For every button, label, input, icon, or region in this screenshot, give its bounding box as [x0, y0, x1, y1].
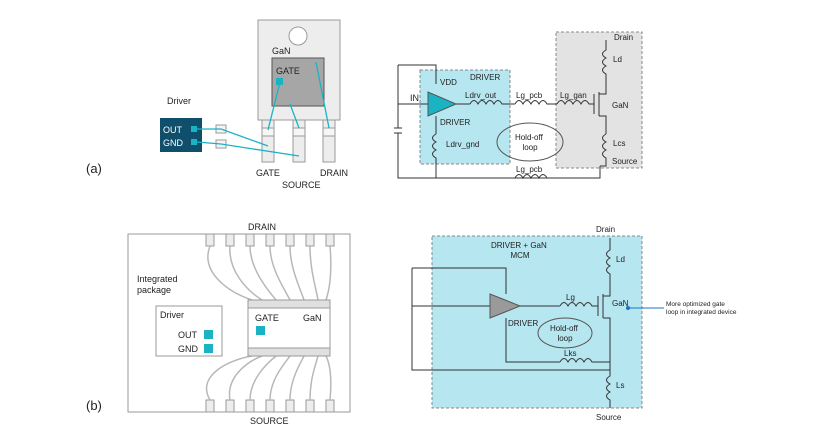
driver-region-label-a: DRIVER — [470, 73, 500, 82]
drain-label-b: Drain — [596, 225, 615, 234]
source-label-b-pkg: SOURCE — [250, 416, 289, 426]
integrated-package-label: Integrated package — [137, 274, 180, 295]
die-gan-label-b: GaN — [303, 313, 322, 323]
driver-title-b: Driver — [160, 310, 184, 320]
lg-pcb-bottom-label: Lg_pcb — [516, 165, 543, 174]
lg-label-b: Lg — [566, 293, 575, 302]
lg-pcb-top-label: Lg_pcb — [516, 91, 543, 100]
schematic-a — [394, 31, 643, 180]
integrated-package-labels: DRAIN SOURCE Integrated package Driver O… — [137, 222, 322, 426]
drain-label-b-pkg: DRAIN — [248, 222, 276, 232]
pin-gate-label: GATE — [256, 168, 280, 178]
gan-label-b: GaN — [612, 299, 629, 308]
schematic-b — [411, 235, 664, 409]
integrated-package — [127, 233, 351, 413]
driver-title-a: Driver — [167, 96, 191, 106]
driver-box-a — [160, 118, 202, 152]
holdoff-loop-a: Hold-off loop — [515, 133, 545, 152]
driver-out-b: OUT — [178, 330, 198, 340]
die-gate-label: GATE — [276, 66, 300, 76]
mcm-region-label: DRIVER + GaN MCM — [491, 241, 549, 260]
schematic-a-labels: IN VDD DRIVER DRIVER Ldrv_out Ldrv_gnd L… — [410, 33, 638, 174]
callout-text: More optimized gate loop in integrated d… — [666, 301, 737, 316]
holdoff-loop-b: Hold-off loop — [550, 324, 580, 343]
pin-drain-label: DRAIN — [320, 168, 348, 178]
ldrv-out-label: Ldrv_out — [465, 91, 497, 100]
package-gan-label: GaN — [272, 46, 291, 56]
ld-label-b: Ld — [616, 255, 625, 264]
die-gate-label-b: GATE — [255, 313, 279, 323]
ld-label-a: Ld — [613, 55, 622, 64]
ldrv-gnd-label: Ldrv_gnd — [446, 140, 479, 149]
lks-label-b: Lks — [564, 349, 576, 358]
panel-a-tag: (a) — [86, 161, 102, 176]
driver-gnd-a: GND — [163, 138, 184, 148]
source-label-a: Source — [612, 157, 638, 166]
ls-label-b: Ls — [616, 381, 624, 390]
die-gate-pad — [276, 78, 283, 85]
gan-label-a: GaN — [612, 101, 629, 110]
vdd-label: VDD — [440, 78, 457, 87]
driver-gnd-b: GND — [178, 344, 199, 354]
driver-region-a — [419, 69, 511, 165]
in-label: IN — [410, 93, 419, 103]
schematic-b-labels: DRIVER + GaN MCM DRIVER Lg Hold-off loop… — [491, 225, 737, 422]
source-label-b: Source — [596, 413, 622, 422]
panel-b-tag: (b) — [86, 398, 102, 413]
driver-label-a: DRIVER — [440, 118, 470, 127]
lcs-label-a: Lcs — [613, 139, 625, 148]
lg-gan-label: Lg_gan — [560, 91, 587, 100]
driver-out-a: OUT — [163, 125, 183, 135]
drain-label-a: Drain — [614, 33, 633, 42]
pin-source-label: SOURCE — [282, 180, 321, 190]
gan-package-a: GaN GATE GATE SOURCE DRAIN — [256, 19, 348, 190]
driver-label-b: DRIVER — [508, 319, 538, 328]
driver-ic-a: Driver OUT GND — [160, 96, 300, 157]
